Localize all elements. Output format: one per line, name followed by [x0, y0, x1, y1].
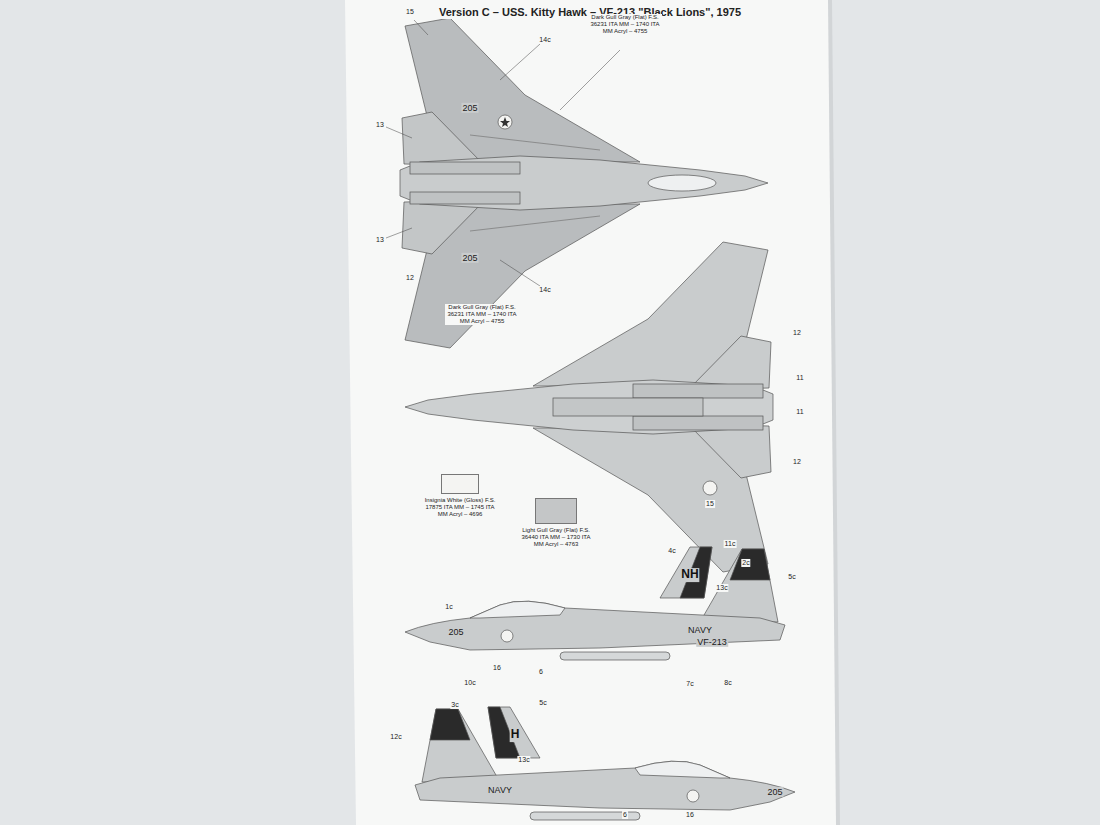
callout-number: 13	[375, 121, 385, 129]
fin-stripe	[430, 709, 470, 740]
callout-number: 6	[538, 668, 544, 676]
legend-text: Insignia White (Gloss) F.S. 17875 ITA MM…	[420, 497, 500, 518]
callout-number: 13c	[517, 756, 530, 764]
engine	[410, 192, 520, 204]
fin-stripe	[488, 707, 520, 758]
color-swatch	[441, 474, 479, 494]
canopy	[648, 175, 716, 191]
fin-detail	[660, 547, 712, 598]
leader-line	[386, 228, 412, 238]
callout-number: 12	[405, 274, 415, 282]
callout-number: 10c	[463, 679, 476, 687]
callout-number: 15	[705, 500, 715, 508]
callout-number: 14c	[538, 36, 551, 44]
callout-number: 13c	[715, 584, 728, 592]
tailplane	[688, 336, 771, 390]
legend-item: Light Gull Gray (Flat) F.S. 36440 ITA MM…	[516, 498, 596, 548]
bottom-view	[405, 242, 773, 572]
decal-marking: NAVY	[687, 625, 713, 635]
paper-sheet	[345, 0, 836, 825]
fin-stripe	[730, 549, 770, 580]
side-view	[415, 707, 795, 820]
color-note: Dark Gull Gray (Flat) F.S. 36231 ITA MM …	[588, 14, 662, 35]
callout-number: 12c	[389, 733, 402, 741]
engine	[633, 416, 763, 430]
color-note: Dark Gull Gray (Flat) F.S. 36231 ITA MM …	[445, 304, 519, 325]
decal-marking: H	[510, 728, 521, 742]
leader-line	[500, 260, 540, 286]
tailplane	[402, 112, 485, 166]
decal-marking: 205	[447, 627, 464, 637]
fin-stripe	[680, 547, 712, 598]
callout-number: 1c	[444, 603, 453, 611]
insignia	[687, 790, 699, 802]
insignia	[501, 630, 513, 642]
fuselage	[405, 380, 773, 434]
engine	[410, 162, 520, 174]
callout-number: 6	[622, 811, 628, 819]
leader-line	[414, 20, 428, 35]
legend-item: Insignia White (Gloss) F.S. 17875 ITA MM…	[420, 474, 500, 518]
color-swatch	[535, 498, 577, 524]
decal-marking: 205	[766, 787, 783, 797]
fuselage	[400, 156, 768, 210]
missile-pallet	[553, 398, 703, 416]
leader-lines	[386, 20, 620, 286]
decal-marking: 205	[461, 103, 478, 113]
engine	[633, 384, 763, 398]
decal-marking: VF-213	[696, 637, 728, 647]
panel-line	[470, 216, 600, 231]
tailplane	[402, 200, 485, 254]
fuselage	[415, 761, 795, 810]
callout-number: 8c	[723, 679, 732, 687]
fuel-tank	[560, 652, 670, 660]
callout-number: 11c	[724, 540, 737, 548]
leader-line	[386, 127, 412, 138]
insignia	[703, 481, 717, 495]
fin	[700, 549, 778, 622]
callout-number: 5c	[538, 699, 547, 707]
fin-detail	[488, 707, 540, 758]
leader-line	[500, 44, 540, 80]
decal-marking: NAVY	[487, 785, 513, 795]
leader-line	[560, 50, 620, 110]
callout-number: 11	[795, 408, 804, 416]
decal-marking: 205	[461, 253, 478, 263]
callout-number: 16	[685, 811, 695, 819]
insignia	[498, 115, 512, 129]
callout-number: 14c	[538, 286, 551, 294]
callout-number: 12	[792, 458, 802, 466]
fuselage	[405, 601, 785, 650]
callout-number: 13	[375, 236, 385, 244]
callout-number: 4c	[667, 547, 676, 555]
canopy	[470, 601, 565, 618]
callout-number: 12	[792, 329, 802, 337]
fin	[422, 709, 500, 782]
callout-number: 2c	[741, 559, 750, 567]
callout-number: 7c	[685, 680, 694, 688]
insignia-star	[500, 117, 510, 127]
tailplane	[688, 424, 771, 478]
legend-text: Light Gull Gray (Flat) F.S. 36440 ITA MM…	[516, 527, 596, 548]
canopy	[635, 761, 730, 778]
panel-line	[470, 135, 600, 150]
callout-number: 11	[795, 374, 804, 382]
callout-number: 3c	[450, 701, 459, 709]
callout-number: 5c	[787, 573, 796, 581]
decal-marking: NH	[680, 568, 699, 582]
side-view	[405, 547, 785, 660]
callout-number: 16	[492, 664, 502, 672]
callout-number: 15	[405, 8, 415, 16]
